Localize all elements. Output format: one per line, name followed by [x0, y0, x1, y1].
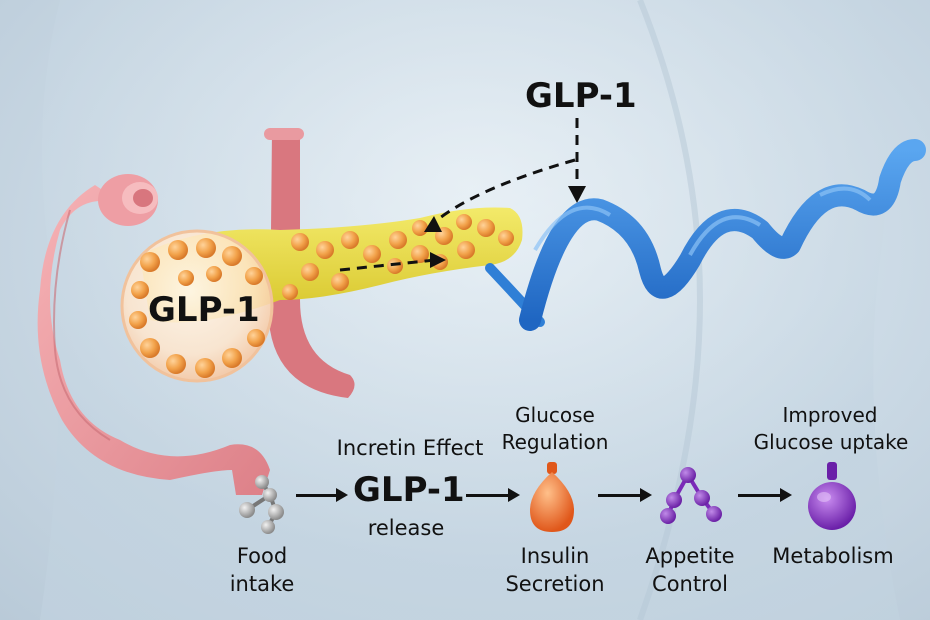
glp1-release-title: GLP-1 — [353, 470, 465, 510]
appetite-molecule-icon — [660, 467, 722, 524]
glucose-regulation-label-1: Glucose — [515, 403, 595, 427]
arrow-glp1-to-insulin — [466, 488, 520, 502]
incretin-effect-label: Incretin Effect — [336, 436, 484, 460]
colon-illustration — [37, 174, 270, 495]
food-intake-label-1: Food — [236, 544, 288, 568]
glp1-protein-helix — [485, 139, 926, 331]
insulin-secretion-label-1: Insulin — [520, 544, 590, 568]
arrow-insulin-to-appetite — [598, 488, 652, 502]
glp1-release-label: release — [367, 516, 445, 540]
metabolism-label: Metabolism — [772, 544, 894, 568]
dashed-arrows — [339, 118, 579, 272]
arrow-appetite-to-metabolism — [738, 488, 792, 502]
blood-vessel — [270, 130, 355, 398]
improved-uptake-label-2: Glucose uptake — [753, 430, 909, 454]
insulin-secretion-label-2: Secretion — [505, 572, 605, 596]
glp1-title-label: GLP-1 — [525, 76, 637, 116]
appetite-control-label-2: Control — [652, 572, 728, 596]
glp1-bubble — [120, 229, 274, 383]
arrow-food-to-glp1 — [296, 488, 348, 502]
insulin-droplet-icon — [530, 462, 574, 532]
metabolism-flask-icon — [808, 462, 856, 530]
appetite-control-label-1: Appetite — [645, 544, 735, 568]
food-intake-label-2: intake — [229, 572, 295, 596]
bubble-cells — [129, 238, 265, 378]
glp1-bubble-label: GLP-1 — [148, 290, 260, 330]
improved-uptake-label-1: Improved — [782, 403, 878, 427]
pancreas-cells — [282, 214, 514, 300]
food-molecule-icon — [239, 475, 284, 534]
glucose-regulation-label-2: Regulation — [501, 430, 609, 454]
